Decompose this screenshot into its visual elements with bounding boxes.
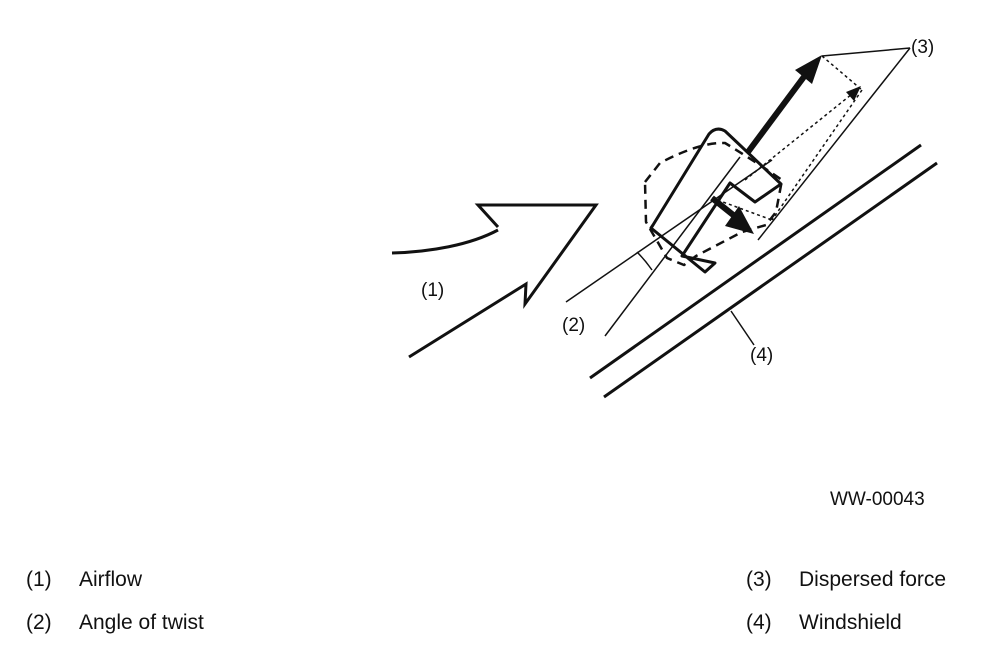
arrowhead-down-icon <box>725 206 754 234</box>
legend-label: Dispersed force <box>799 568 947 591</box>
airflow-arrow <box>391 203 599 359</box>
legend-item-windshield: (4) Windshield <box>746 611 902 635</box>
callout-3: (3) <box>911 37 934 58</box>
legend-label: Airflow <box>79 568 143 591</box>
figure-code: WW-00043 <box>830 489 925 510</box>
legend-item-angle-of-twist: (2) Angle of twist <box>26 611 204 635</box>
legend-item-dispersed-force: (3) Dispersed force <box>746 568 946 592</box>
leader-lines <box>730 310 755 346</box>
callout-2: (2) <box>562 315 585 336</box>
angle-of-twist-lines <box>565 156 773 337</box>
legend-number: (4) <box>746 611 772 634</box>
force-vectors <box>710 47 911 241</box>
arrowhead-up-icon <box>795 55 822 84</box>
legend-label: Angle of twist <box>79 611 204 634</box>
legend-number: (1) <box>26 568 52 591</box>
callout-1: (1) <box>421 280 444 301</box>
callout-4: (4) <box>750 345 773 366</box>
legend-number: (2) <box>26 611 52 634</box>
windshield <box>589 143 938 399</box>
legend-label: Windshield <box>799 611 902 634</box>
legend-number: (3) <box>746 568 772 591</box>
legend-item-airflow: (1) Airflow <box>26 568 142 592</box>
